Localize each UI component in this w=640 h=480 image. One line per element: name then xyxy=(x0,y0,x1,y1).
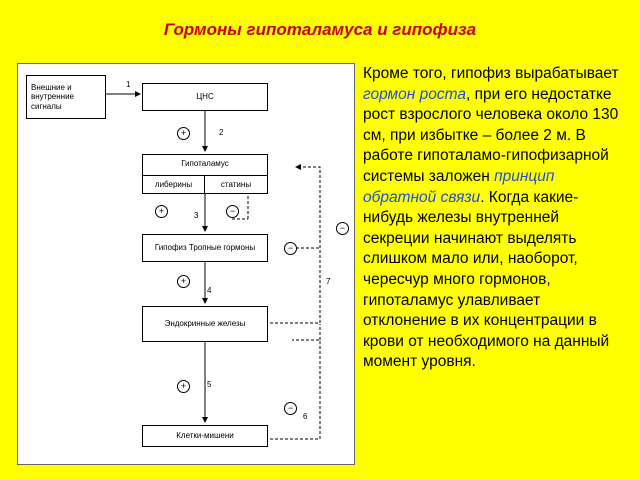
step-number-2: 2 xyxy=(219,128,224,137)
step-number-7: 7 xyxy=(326,277,331,286)
target-cells-box: Клетки-мишени xyxy=(142,425,268,447)
step-number-3: 3 xyxy=(194,211,199,220)
minus-sign-hypothalamus: − xyxy=(336,222,349,235)
text-part-3: . Когда какие-нибудь железы внутренней с… xyxy=(363,188,610,371)
minus-sign-6: − xyxy=(284,402,297,415)
description-text: Кроме того, гипофиз вырабатывает гормон … xyxy=(363,64,625,373)
step-number-5: 5 xyxy=(207,380,212,389)
signals-box: Внешние и внутренние сигналы xyxy=(26,75,106,119)
plus-sign-5: + xyxy=(177,380,190,393)
liberins-box: либерины xyxy=(142,175,205,194)
text-part-1: Кроме того, гипофиз вырабатывает xyxy=(363,65,619,82)
statins-box: статины xyxy=(204,175,268,194)
cns-box: ЦНС xyxy=(142,83,268,111)
step-number-6: 6 xyxy=(303,412,308,421)
plus-sign-3: + xyxy=(155,205,168,218)
growth-hormone-highlight: гормон роста xyxy=(363,85,466,103)
page-title: Гормоны гипоталамуса и гипофиза xyxy=(163,20,477,39)
endocrine-box: Эндокринные железы xyxy=(142,306,268,342)
pituitary-box: Гипофиз Тропные гормоны xyxy=(142,234,268,262)
plus-sign-4: + xyxy=(177,275,190,288)
hypothalamus-label: Гипоталамус xyxy=(181,159,229,168)
hormone-diagram: Внешние и внутренние сигналы ЦНС Гипотал… xyxy=(17,63,355,465)
text-part-2: , при его недостатке рост взрослого чело… xyxy=(363,85,619,185)
minus-sign-3: − xyxy=(226,205,239,218)
minus-sign-pituitary: − xyxy=(284,242,297,255)
step-number-4: 4 xyxy=(207,286,212,295)
diagram-connectors xyxy=(106,91,321,440)
feedback-principle-highlight: принцип обратной связи xyxy=(363,167,555,206)
plus-sign-2: + xyxy=(177,127,190,140)
step-number-1: 1 xyxy=(126,80,131,89)
